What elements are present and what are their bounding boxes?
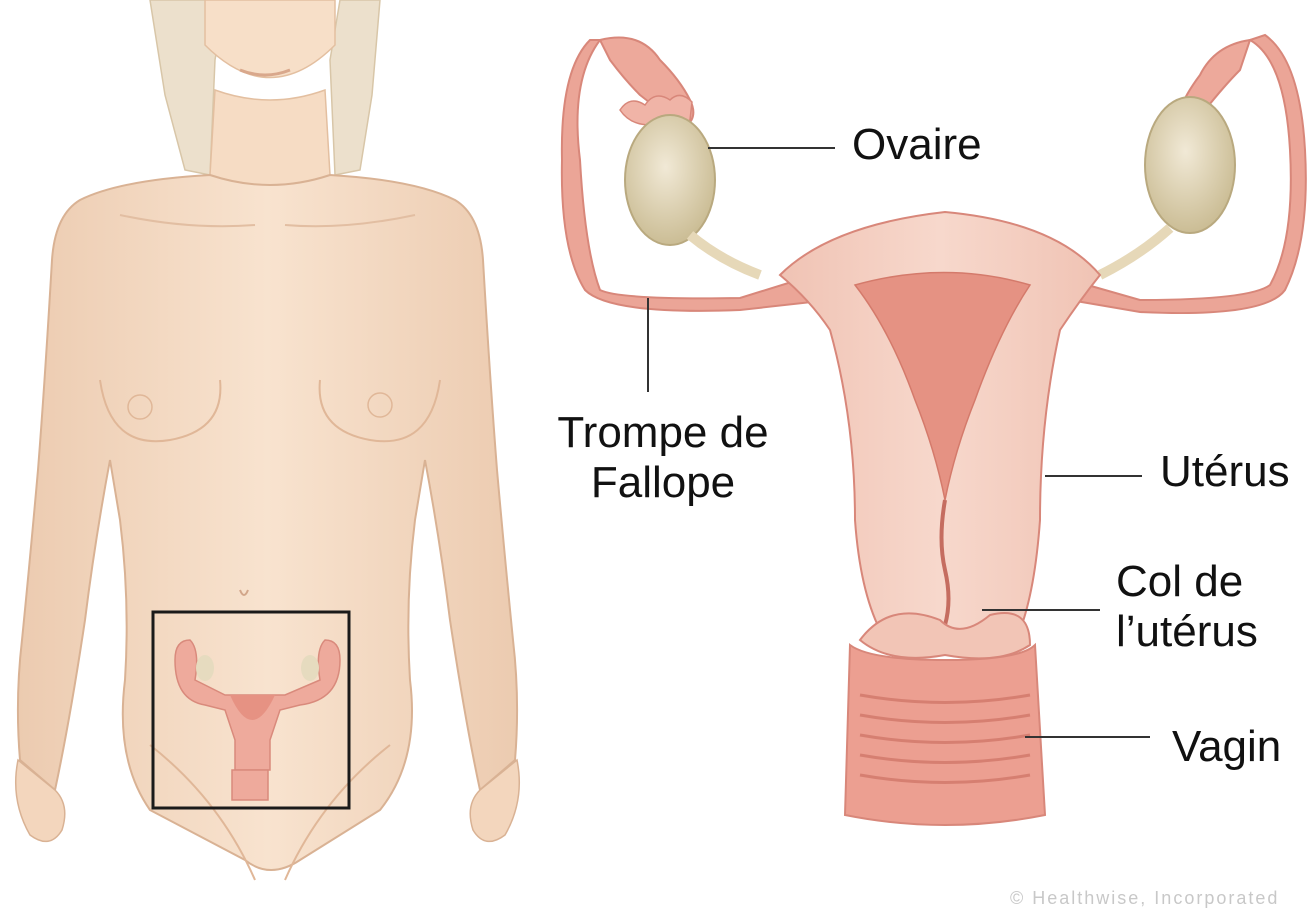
female-body-figure	[16, 0, 520, 880]
label-uterus: Utérus	[1160, 447, 1290, 497]
label-vagin: Vagin	[1172, 722, 1281, 772]
label-col-de-luterus: Col de l’utérus	[1116, 557, 1258, 657]
vagina	[845, 645, 1045, 825]
copyright-watermark: © Healthwise, Incorporated	[1010, 888, 1279, 909]
label-ovaire: Ovaire	[852, 120, 982, 170]
right-ovary	[1145, 97, 1235, 233]
chin	[205, 0, 335, 78]
left-ovary	[625, 115, 715, 245]
label-trompe-de-fallope: Trompe de Fallope	[538, 408, 788, 508]
neck	[210, 90, 330, 185]
